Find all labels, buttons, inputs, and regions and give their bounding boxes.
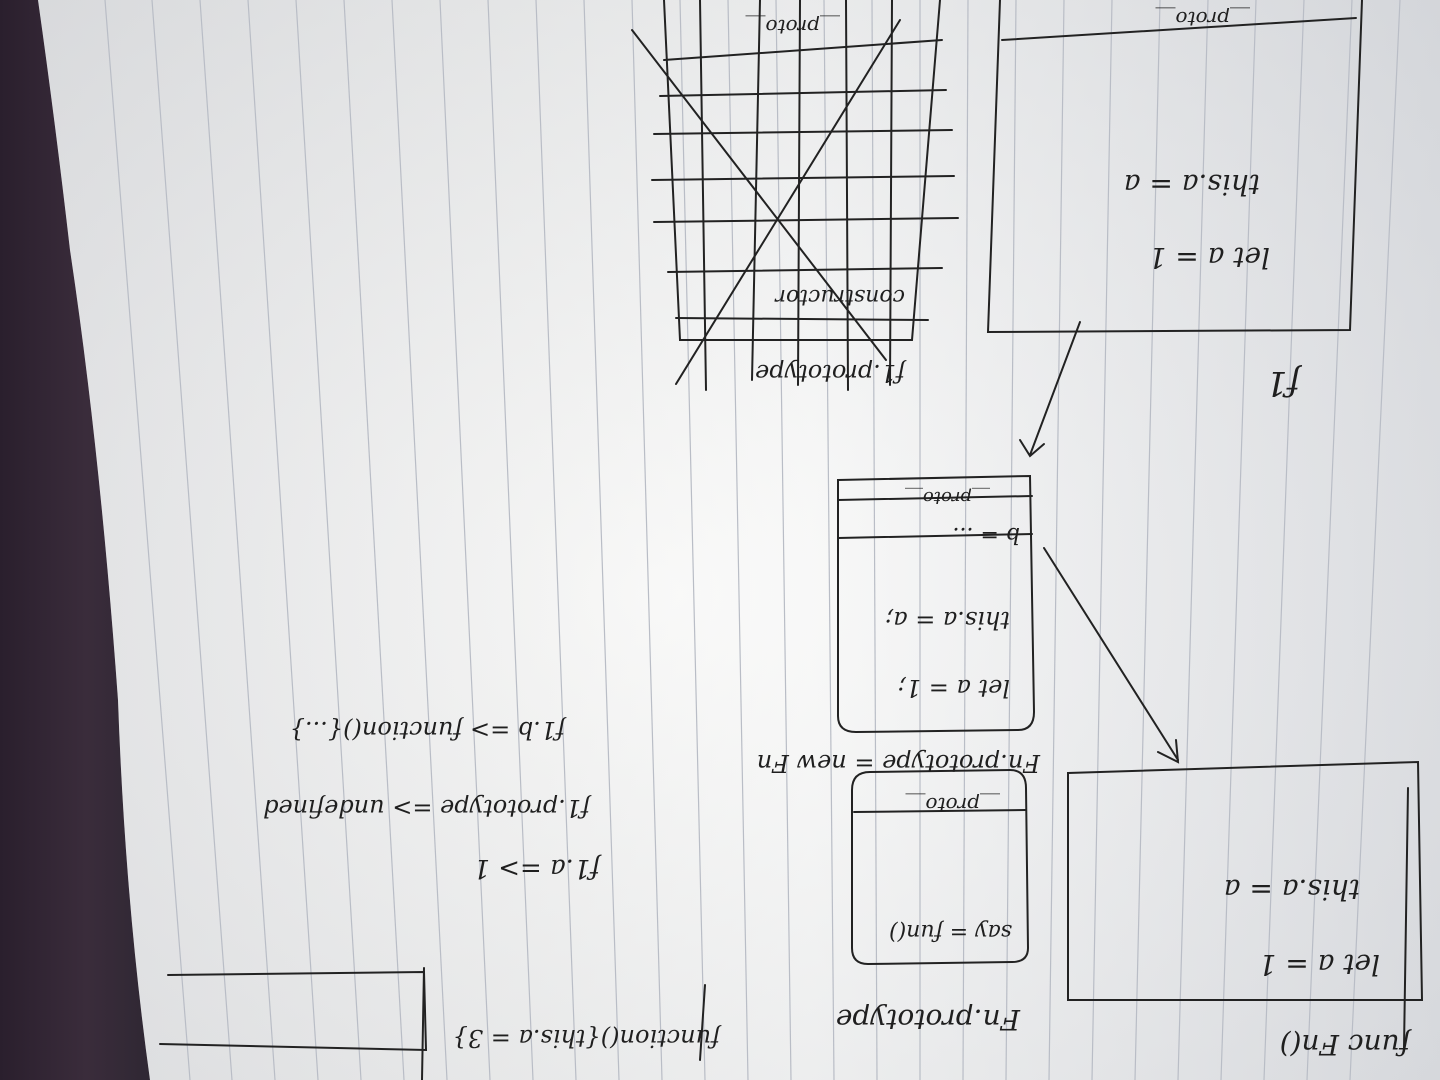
note-this-a-main: this.a = a — [1224, 873, 1360, 906]
ruled-lines — [104, 0, 1401, 1080]
note-f1-b: f1.b => function(){...} — [290, 716, 567, 744]
note-constructor-crossed: constructor — [774, 284, 905, 309]
box-fn-instance — [1067, 760, 1424, 1001]
note-let-a-main: let a = 1 — [1259, 948, 1380, 981]
note-fn-prototype-new: Fn.prototype = new Fn — [757, 749, 1041, 777]
crossed-out-grid — [631, 0, 959, 391]
note-proto-small: __proto__ — [906, 793, 1000, 817]
note-say-fn: say = fun() — [889, 919, 1012, 944]
box-new-fn — [837, 474, 1036, 734]
box-f1 — [986, 0, 1363, 334]
note-this-a-top: this.a = a — [1124, 168, 1260, 201]
note-proto-box-bottom: __proto__ — [905, 487, 990, 508]
note-this-a-box: this.a = a; — [885, 606, 1010, 634]
note-bottom-left-code: function(){this.a = 3} — [453, 1024, 722, 1052]
note-let-a-box: let a = 1; — [898, 674, 1010, 702]
note-f1-prototype-crossed: f1.prototype — [755, 359, 907, 387]
note-f1-prototype-undefined: f1.prototype => undefined — [263, 794, 592, 822]
note-top-right-edge: __proto__ — [1156, 7, 1250, 31]
note-b-line: b = ... — [953, 522, 1020, 547]
note-f1-label: f1 — [1266, 363, 1303, 403]
note-let-a-top: let a = 1 — [1149, 241, 1270, 274]
note-fn-prototype: Fn.prototype — [836, 1003, 1021, 1036]
arrow-newfn-to-fn — [1043, 547, 1179, 761]
box-fn-prototype — [851, 768, 1030, 966]
note-proto-top-edge: __proto__ — [746, 15, 840, 39]
box-function-literal — [159, 970, 428, 1052]
note-fn-decl: func Fn() — [1280, 1028, 1412, 1061]
note-f1-a: f1.a => 1 — [473, 853, 602, 883]
arrow-f1-to-newfn — [1029, 321, 1081, 456]
